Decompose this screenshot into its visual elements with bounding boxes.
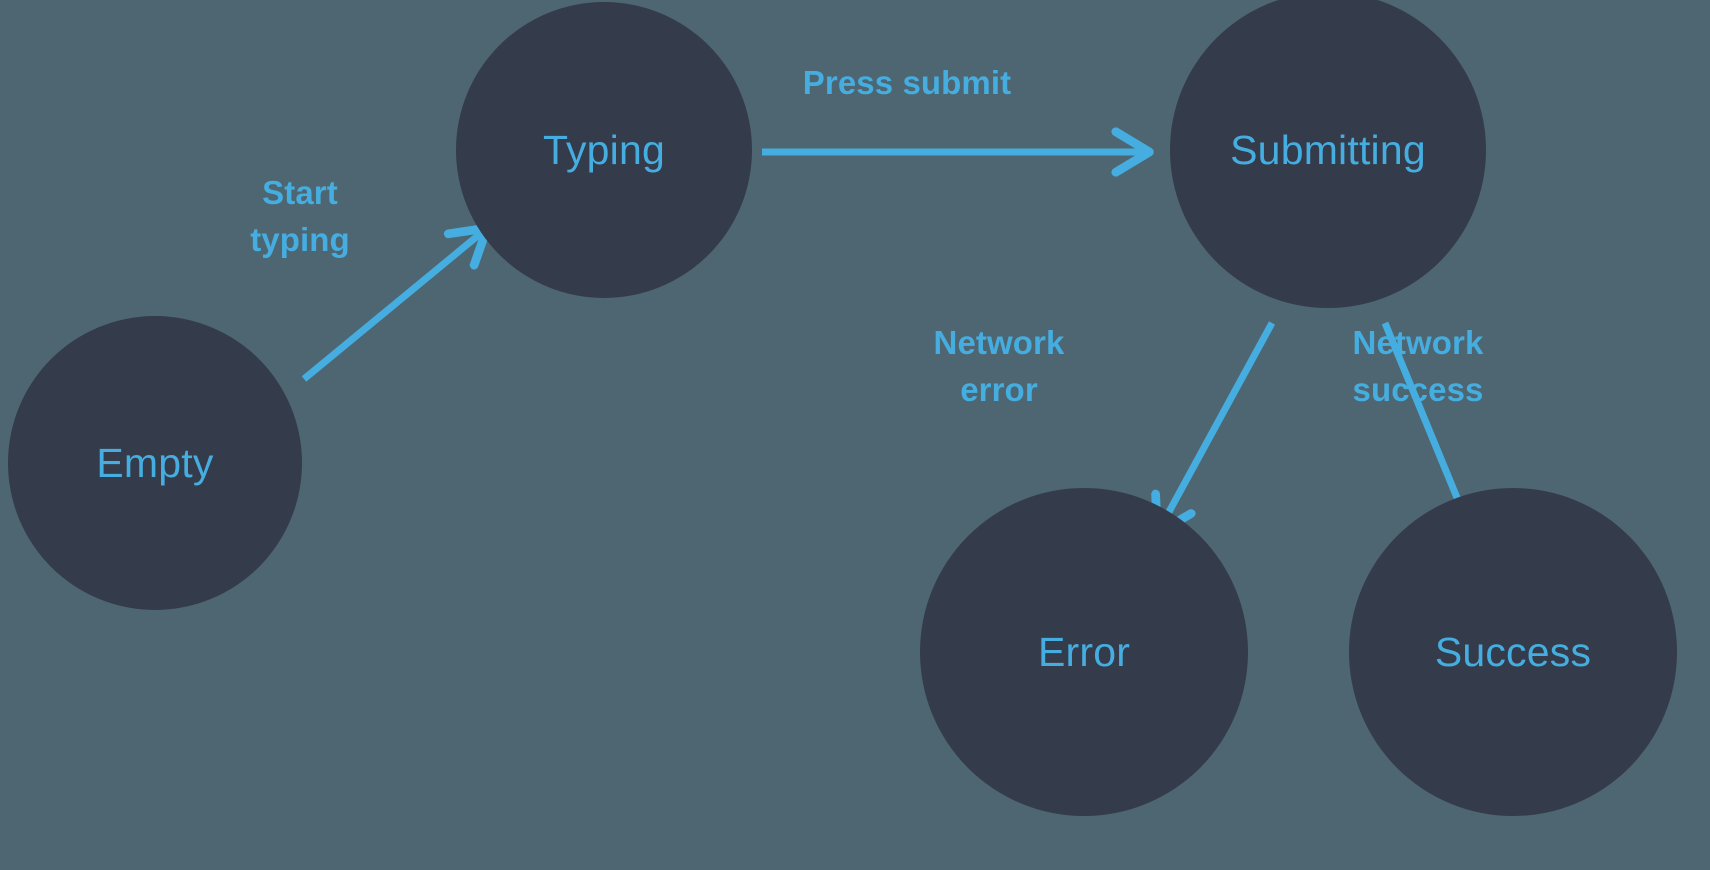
edge-label-network-error: Network error — [933, 324, 1065, 408]
state-node-typing-label: Typing — [543, 126, 665, 173]
edge-label-press-submit: Press submit — [802, 64, 1012, 101]
edge-empty-to-typing — [301, 229, 486, 382]
state-node-submitting-label: Submitting — [1230, 126, 1426, 173]
state-node-error[interactable]: Error — [920, 488, 1248, 816]
state-node-success[interactable]: Success — [1349, 488, 1677, 816]
edge-submitting-to-error — [1158, 321, 1276, 532]
state-node-submitting[interactable]: Submitting — [1170, 0, 1486, 308]
state-node-error-label: Error — [1037, 628, 1131, 675]
state-node-empty-label: Empty — [96, 439, 214, 486]
edge-label-network-success: Network success — [1352, 324, 1484, 408]
state-node-typing[interactable]: Typing — [456, 2, 752, 298]
edge-label-start-typing: Start typing — [250, 174, 350, 258]
state-node-success-label: Success — [1434, 628, 1592, 675]
state-node-empty[interactable]: Empty — [8, 316, 302, 610]
